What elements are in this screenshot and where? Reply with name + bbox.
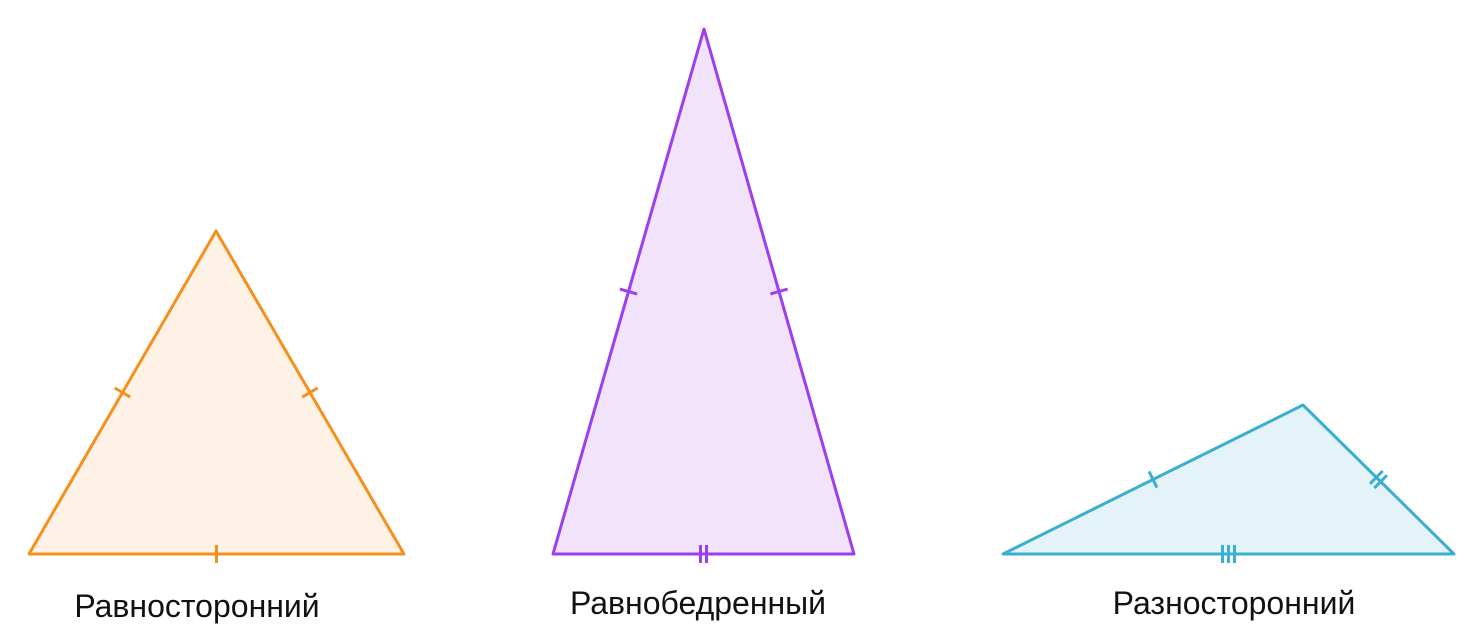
isosceles-triangle-figure: Равнобедренный [551,27,856,621]
scalene-triangle-figure: Разносторонний [1001,403,1456,621]
tick-mark-right-side [1368,469,1384,485]
tick-mark-left-side [113,386,132,399]
tick-mark-left-side [1147,470,1159,489]
scalene-label: Разносторонний [1113,585,1356,621]
equilateral-triangle [27,229,406,556]
tick-mark-right-side [769,287,789,296]
equilateral-tick-marks [113,386,319,563]
isosceles-label: Равнобедренный [570,585,826,621]
tick-mark-right-side [301,386,319,399]
tick-mark-left-side [619,287,638,296]
equilateral-label: Равносторонний [74,588,319,624]
equilateral-triangle-figure: Равносторонний [27,229,406,624]
isosceles-triangle [551,27,856,556]
scalene-tick-marks [1147,469,1389,563]
scalene-triangle [1001,403,1456,556]
tick-mark-right-side [1373,474,1389,490]
isosceles-tick-marks [619,287,789,563]
